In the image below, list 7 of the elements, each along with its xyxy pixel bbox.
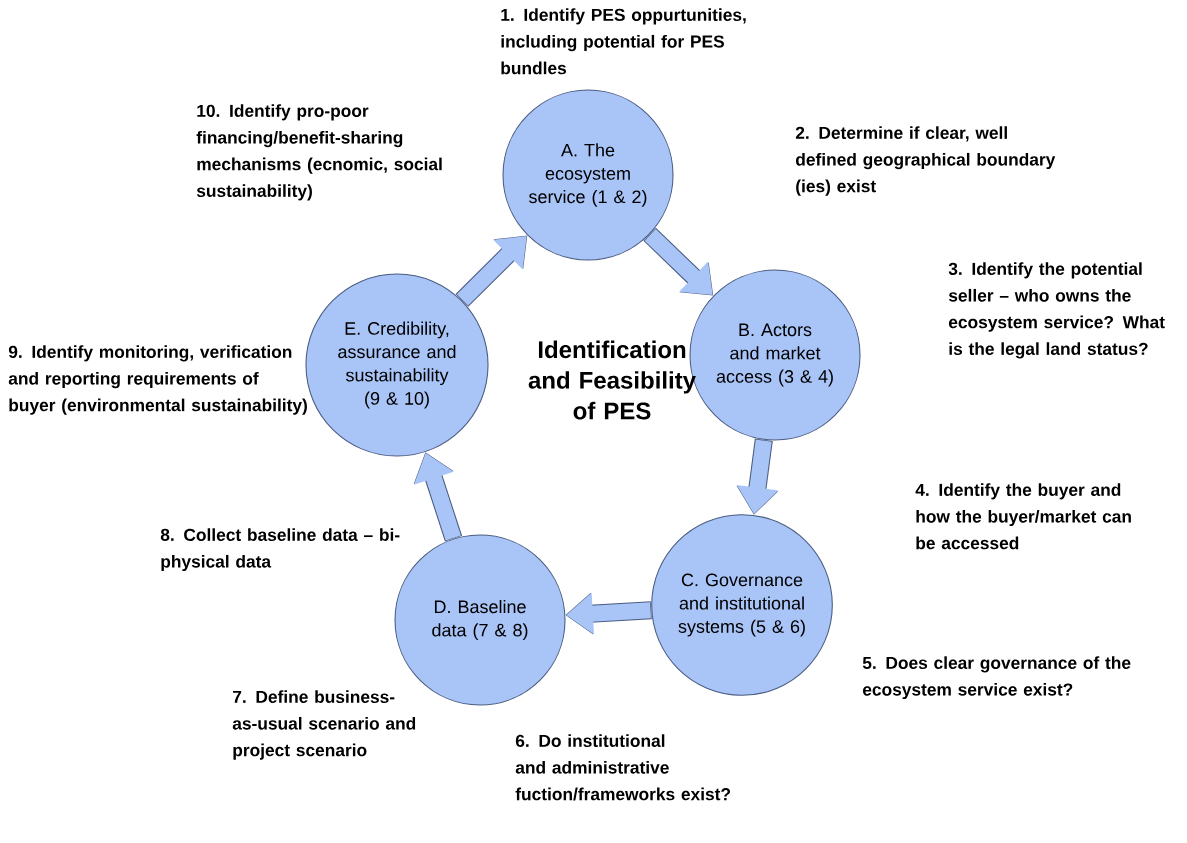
step-label: 4. Identify the buyer and how the buyer/market can be accessed [915, 483, 1131, 550]
step-label: 9. Identify monitoring, verification and reporting requirements of buyer (environmental sustainability) [8, 345, 307, 415]
step-label: 3. Identify the potential seller – who owns the ecosystem service? What is the legal land status? [948, 262, 1165, 359]
step-label: 5. Does clear governance of the ecosystem service exist? [862, 656, 1131, 700]
step-label: 10. Identify pro-poor financing/benefit-sharing mechanisms (ecnomic, social sustainability) [196, 104, 442, 201]
step-label: 2. Determine if clear, well defined geographical boundary (ies) exist [795, 126, 1056, 196]
step-label: 6. Do institutional and administrative fuction/frameworks exist? [515, 734, 731, 801]
